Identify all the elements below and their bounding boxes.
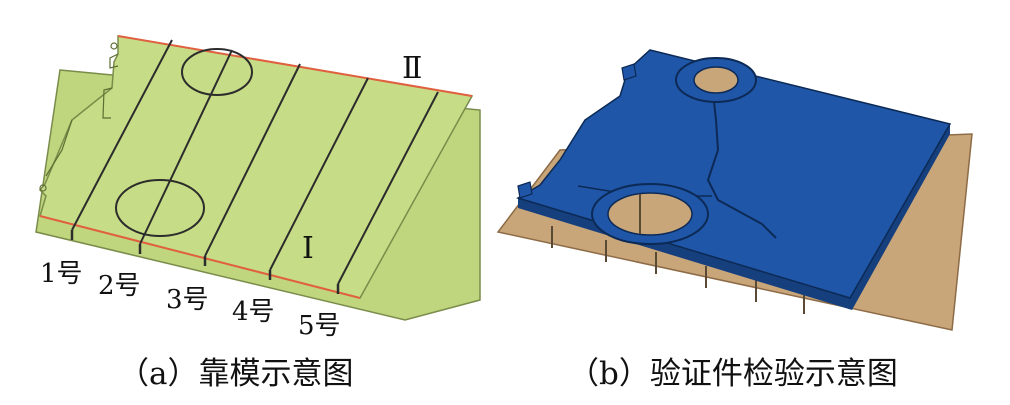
rib-line-1 — [71, 39, 173, 231]
rib-label-4: 4号 — [232, 297, 275, 327]
cutout-bottom — [115, 179, 205, 237]
rib-line-4 — [269, 77, 369, 271]
rib-label-1: 1号 — [40, 259, 83, 289]
rib-feet — [70, 230, 340, 294]
boss-bottom-hole — [607, 192, 693, 236]
caption-b: （b）验证件检验示意图 — [568, 356, 898, 392]
rib-label-3: 3号 — [166, 285, 209, 315]
top-plate — [516, 49, 952, 299]
top-plate-side — [518, 124, 950, 310]
edge-label-top: Ⅱ — [402, 51, 422, 86]
plate-tabs — [517, 63, 637, 199]
rib-label-2: 2号 — [98, 271, 141, 301]
rib-label-5: 5号 — [298, 311, 341, 341]
edge-line-bottom — [39, 215, 361, 299]
rib-line-3 — [204, 63, 301, 257]
support-ribs — [551, 226, 805, 314]
rib-line-2 — [139, 49, 233, 245]
edge-label-bottom: Ⅰ — [302, 231, 314, 266]
edge-notches — [39, 42, 119, 192]
rib-line-5 — [337, 91, 439, 285]
panel-a: Ⅱ Ⅰ 1号 2号 3号 4号 5号 （a）靠模示意图 — [35, 35, 481, 392]
cutout-top — [181, 48, 253, 96]
edge-line-top — [117, 35, 473, 97]
boss-top-hole — [693, 66, 739, 94]
caption-a: （a）靠模示意图 — [118, 356, 353, 392]
split-line — [706, 83, 777, 239]
panel-b: （b）验证件检验示意图 — [496, 49, 973, 392]
